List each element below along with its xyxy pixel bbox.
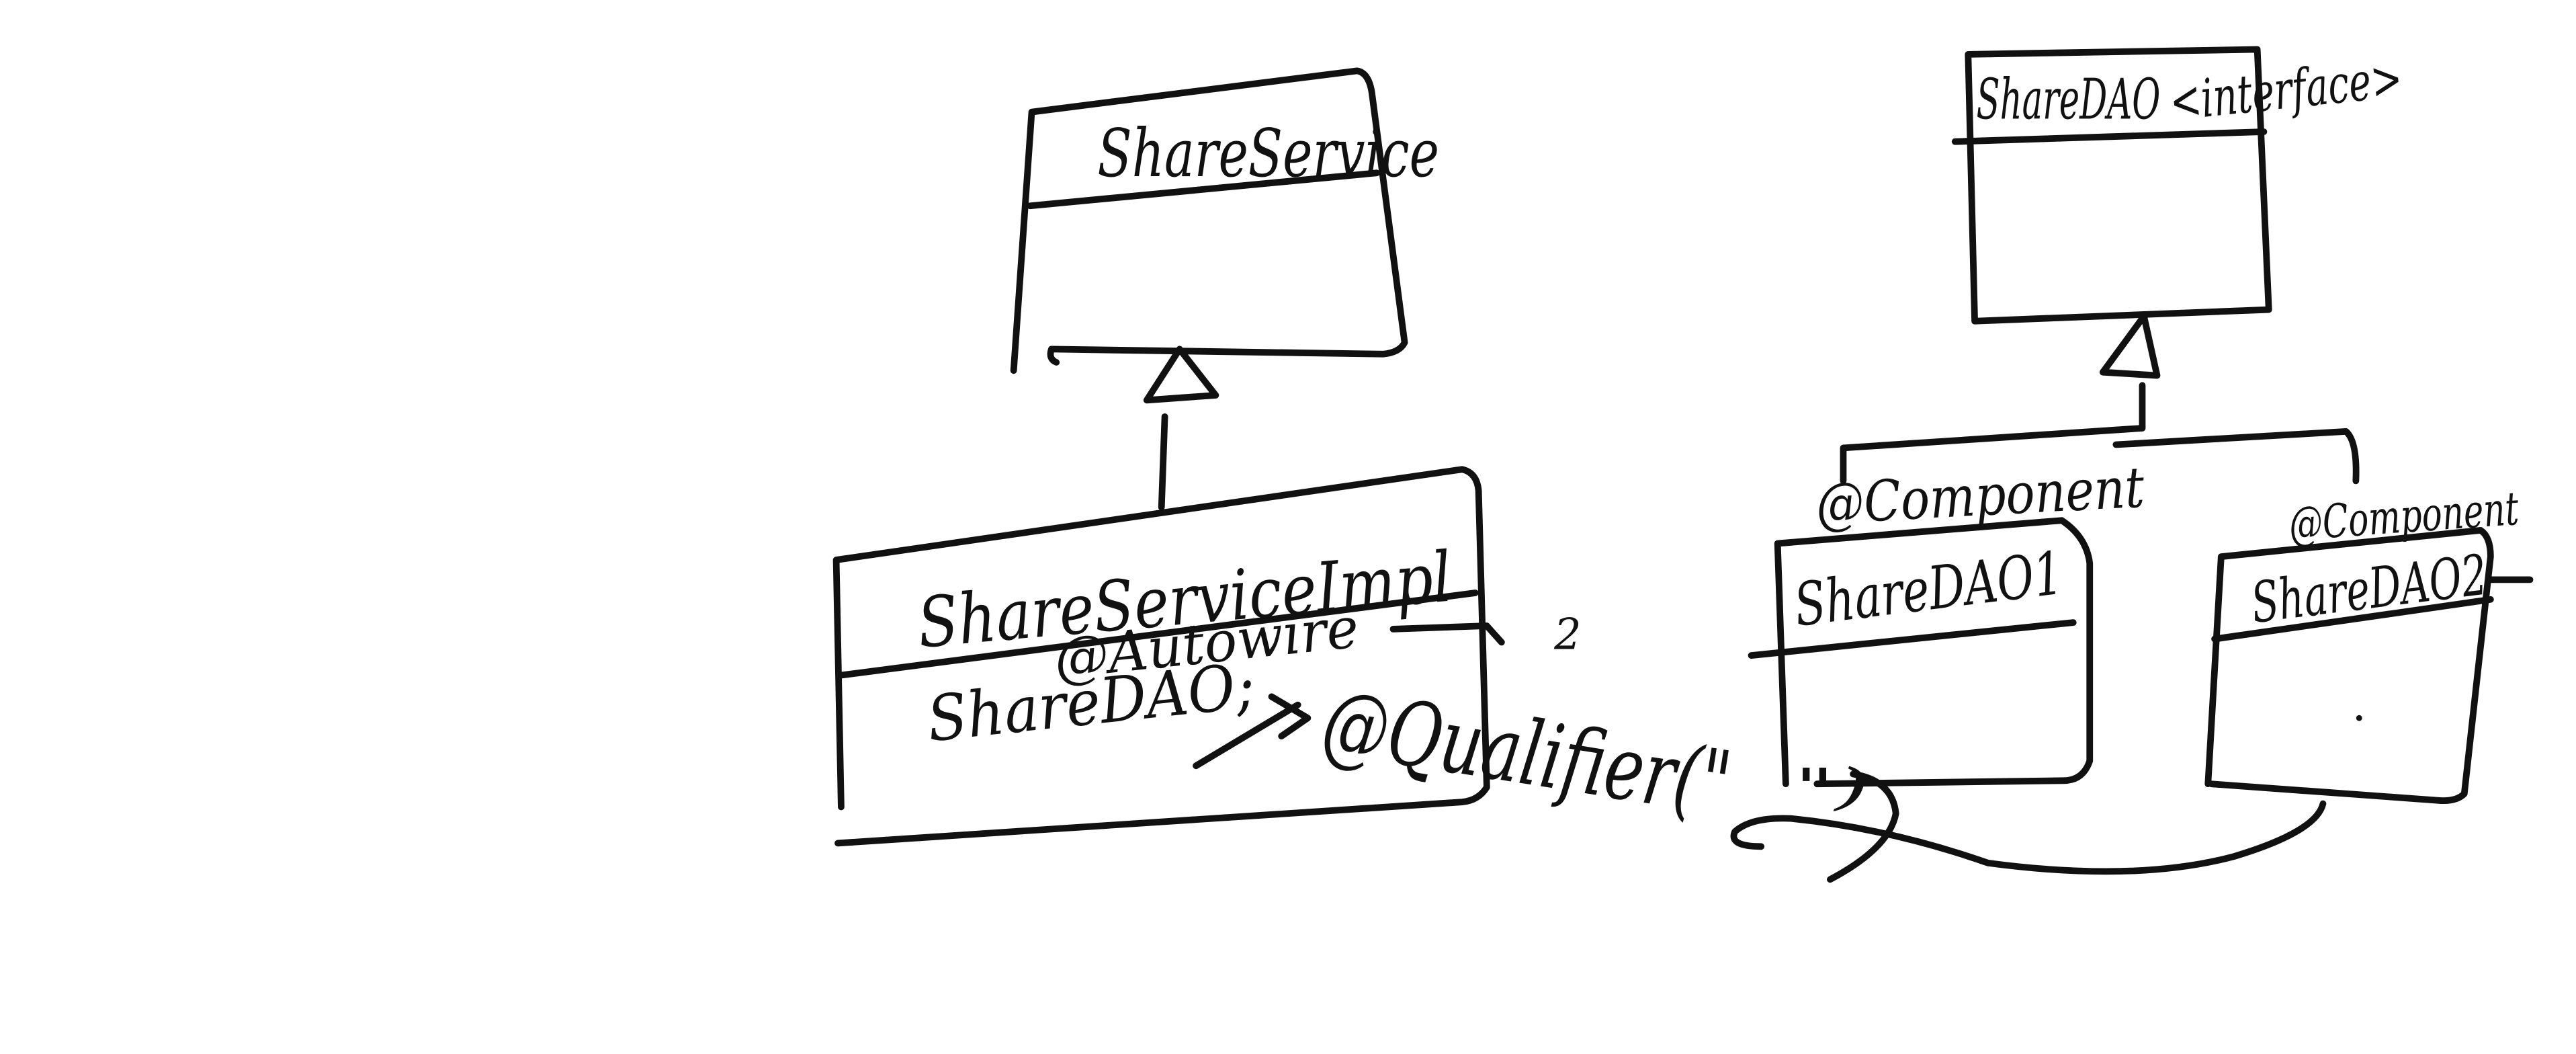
stray-dot (2356, 715, 2362, 721)
generalization-line (1158, 413, 1168, 511)
share-service-header-divider (1027, 169, 1380, 210)
qualifier-annotation: @Qualifier(" (1316, 670, 1737, 837)
share-service-impl-box-outline (832, 466, 1490, 847)
share-dao2-header-divider (2211, 596, 2494, 643)
share-service-name: ShareService (1097, 116, 1439, 192)
dao-impls-to-share-dao-arrow (1840, 313, 2360, 485)
component-annotation-dao1: @Component (1814, 454, 2146, 537)
share-dao-interface-box: ShareDAO <interface> (1951, 46, 2405, 325)
share-dao1-box-outline (1774, 517, 2094, 788)
share-dao2-name: ShareDAO2 (2247, 542, 2490, 636)
interface-stereotype: <interface> (2167, 48, 2405, 133)
field-to-qualifier-arrow (1193, 693, 1312, 770)
share-service-box-outline (1010, 67, 1408, 374)
generalization-branch (2112, 428, 2360, 485)
share-service-impl-to-share-service-arrow (1143, 346, 1219, 511)
qualifier-stroke (1389, 622, 1505, 646)
share-dao-header-divider (1951, 128, 2268, 145)
generalization-stem (1840, 382, 2146, 485)
qualifier-close-text: ") (1794, 759, 1869, 816)
share-dao1-header-divider (1748, 619, 2077, 659)
share-dao-name: ShareDAO (1977, 67, 2161, 132)
share-service-impl-header-divider (838, 590, 1479, 679)
generalization-triangle-head (2099, 313, 2161, 379)
share-dao2-box-outline (2204, 527, 2494, 804)
qualifier-connector: ") (1730, 759, 2327, 883)
share-dao2-class-box: @Component ShareDAO2 (2204, 482, 2534, 804)
share-service-class-box: ShareService (1010, 67, 1439, 374)
share-dao-box-outline (1965, 46, 2272, 325)
generalization-triangle-head (1143, 346, 1219, 404)
qualifier-connector-curve (1730, 770, 2327, 883)
qualifier-mark: 2 (1553, 610, 1581, 659)
share-service-impl-class-box: ShareServiceImpl @Autowire ShareDAO; @Qu… (832, 466, 1737, 847)
share-dao1-class-box: @Component ShareDAO1 (1748, 454, 2146, 788)
